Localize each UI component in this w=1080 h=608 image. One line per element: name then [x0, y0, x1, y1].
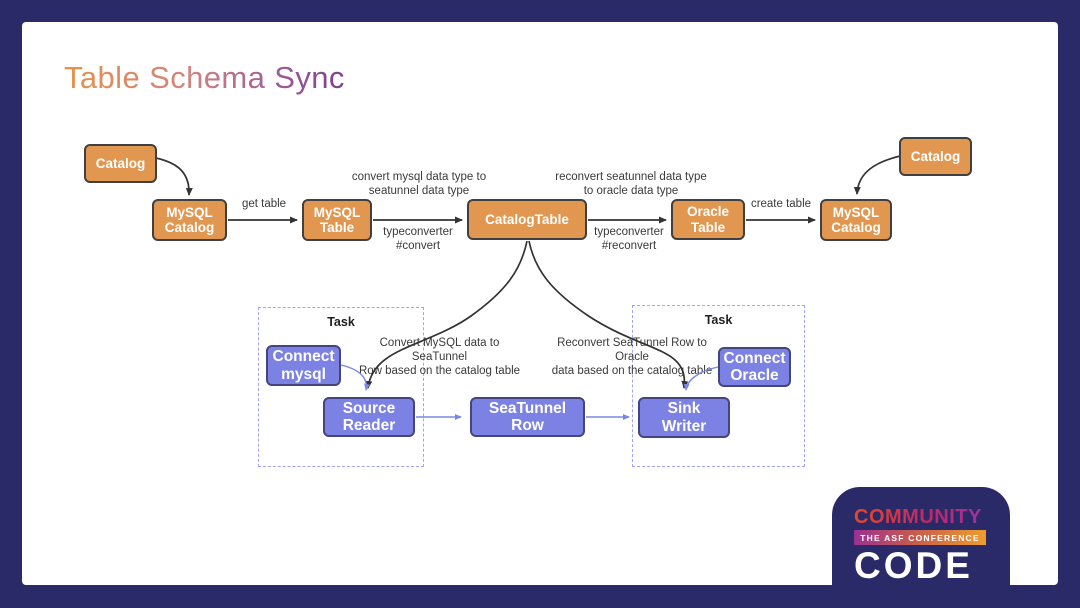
- edge-label-reconvert-type: reconvert seatunnel data type to oracle …: [555, 171, 707, 197]
- task-label-sink: Task: [704, 313, 733, 327]
- logo-code-text: CODE: [854, 545, 973, 586]
- edge-label-get-table: get table: [241, 198, 287, 210]
- logo-conference-banner: THE ASF CONFERENCE: [854, 530, 986, 545]
- node-connect-mysql: Connect mysql: [266, 345, 341, 386]
- note-reconvert-oracle: Reconvert SeaTunnel Row to Oracle data b…: [551, 337, 713, 378]
- page-title: Table Schema Sync: [64, 60, 345, 95]
- node-catalog-sink: Catalog: [899, 137, 972, 176]
- edge-label-convert-type: convert mysql data type to seatunnel dat…: [351, 171, 487, 197]
- node-seatunnel-row: SeaTunnel Row: [470, 397, 585, 437]
- node-oracle-table: Oracle Table: [671, 199, 745, 240]
- edge-label-typeconverter-convert: typeconverter #convert: [383, 226, 453, 252]
- node-mysql-catalog-sink: MySQL Catalog: [820, 199, 892, 241]
- node-mysql-catalog-source: MySQL Catalog: [152, 199, 227, 241]
- node-catalog-source: Catalog: [84, 144, 157, 183]
- logo-community-text: COMMUNITY: [854, 507, 988, 527]
- community-over-code-logo: COMMUNITY THE ASF CONFERENCE CODE: [832, 487, 1010, 608]
- task-group-source: Task: [258, 307, 424, 467]
- node-sink-writer: Sink Writer: [638, 397, 730, 438]
- node-mysql-table: MySQL Table: [302, 199, 372, 241]
- node-source-reader: Source Reader: [323, 397, 415, 437]
- logo-conference-text: THE ASF CONFERENCE: [860, 532, 980, 543]
- node-catalog-table: CatalogTable: [467, 199, 587, 240]
- edge-label-create-table: create table: [750, 198, 812, 210]
- note-convert-mysql: Convert MySQL data to SeaTunnel Row base…: [358, 337, 521, 378]
- task-label-source: Task: [327, 315, 355, 329]
- node-connect-oracle: Connect Oracle: [718, 347, 791, 387]
